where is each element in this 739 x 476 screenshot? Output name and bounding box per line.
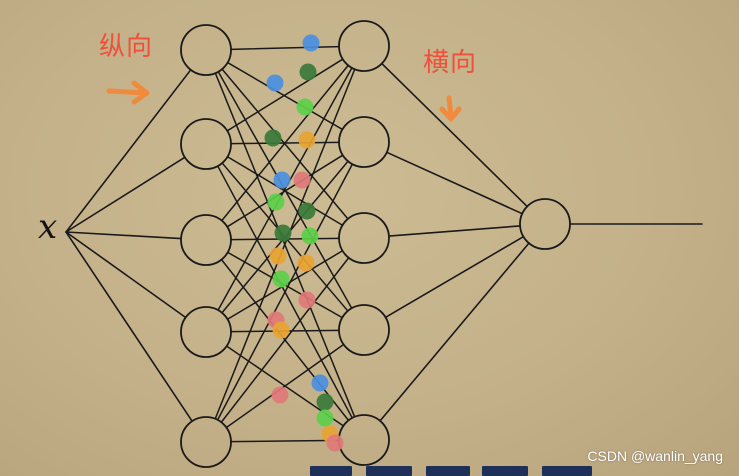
input-edge [65,231,193,422]
darkgreen-dot [299,63,317,81]
layer1-node [180,306,232,358]
darkgreen-dot [316,393,334,411]
subtitle-stroke [482,466,528,476]
orange-dot [297,254,315,272]
pink-dot [326,434,344,452]
arrows-layer [106,80,462,122]
pink-dot [293,171,311,189]
hidden-edge [217,67,353,311]
output-node [519,198,571,250]
input-edge [65,156,186,233]
down-arrow-icon [439,95,462,122]
connections-layer [65,45,703,443]
output-edge [388,225,521,237]
layer2-node [338,212,390,264]
output-edge [379,242,530,422]
green-dot [316,409,334,427]
input-edge [65,231,182,240]
layer2-node [338,414,390,466]
input-edge [65,69,192,233]
hidden-edge [214,68,356,420]
hidden-edge [226,58,344,132]
input-x-label: x [38,207,58,247]
darkgreen-dot [264,129,282,147]
hidden-edge [226,154,344,228]
layer2-node [338,116,390,168]
hidden-edge [220,257,350,423]
output-edge [385,151,524,215]
nodes-layer [180,20,571,468]
watermark-text: CSDN @wanlin_yang [587,448,723,464]
green-dot [301,227,319,245]
layer2-node [338,304,390,356]
layer2-node [338,20,390,72]
dots-layer [264,34,344,452]
blue-dot [273,171,291,189]
blue-dot [311,374,329,392]
layer1-node [180,118,232,170]
subtitle-stroke [426,466,470,476]
hidden-edge [230,439,340,443]
green-dot [296,98,314,116]
horizontal-label: 横向 [423,48,478,78]
orange-dot [272,321,290,339]
orange-dot [298,131,316,149]
output-edge [384,235,525,319]
right-arrow-icon [106,80,150,105]
pink-dot [298,291,316,309]
vertical-label: 纵向 [99,32,154,62]
hidden-edge [216,163,354,421]
darkgreen-dot [298,202,316,220]
layer1-node [180,214,232,266]
green-dot [272,270,290,288]
hidden-edge [225,343,345,429]
layer1-node [180,416,232,468]
darkgreen-dot [274,224,292,242]
orange-dot [269,247,287,265]
pink-dot [271,386,289,404]
green-dot [267,193,285,211]
subtitle-stroke [542,466,592,476]
layer1-node [180,24,232,76]
blue-dot [266,74,284,92]
hidden-edge [230,45,340,51]
input-edge [65,231,187,319]
hidden-edge [221,64,349,222]
output-edge [381,62,528,208]
blue-dot [302,34,320,52]
subtitle-stroke [366,466,412,476]
subtitle-stroke [310,466,352,476]
subtitle-strip [310,466,610,476]
